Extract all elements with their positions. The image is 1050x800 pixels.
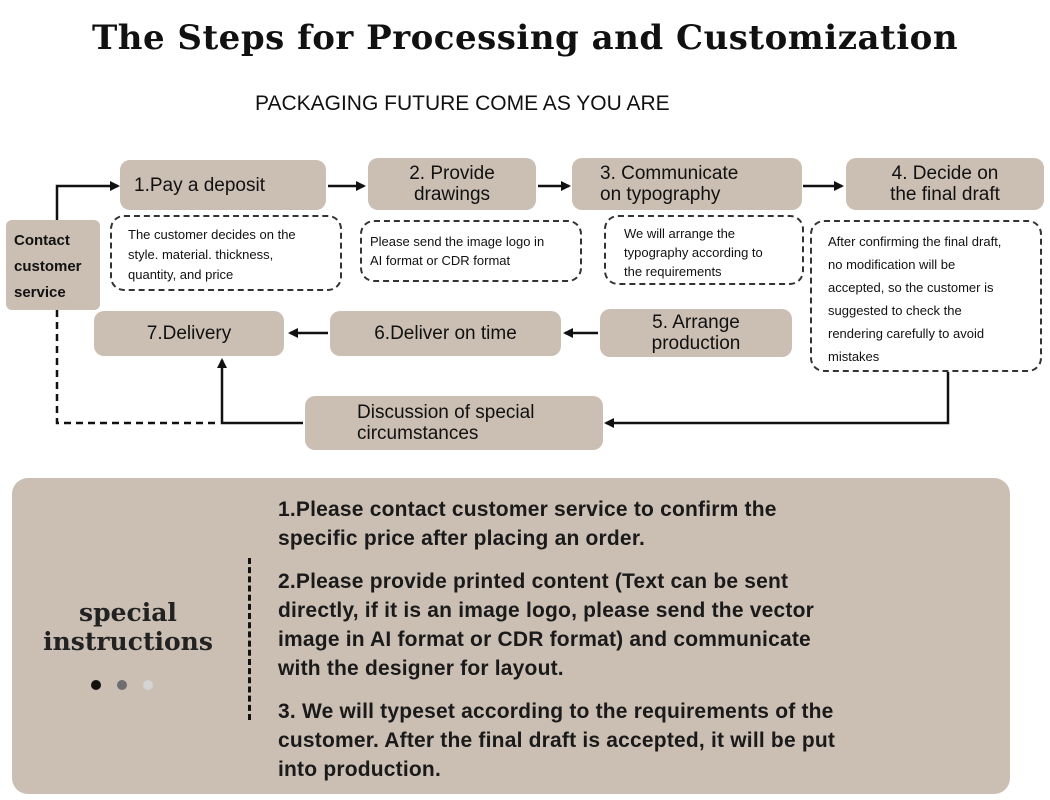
instruction-line: image in AI format or CDR format) and co… <box>278 628 811 651</box>
instruction-line: with the designer for layout. <box>278 657 564 680</box>
instruction-line: 1.Please contact customer service to con… <box>278 498 777 521</box>
special-label-line-1: Discussion of special <box>357 402 535 423</box>
step-1-pay-deposit: 1.Pay a deposit <box>120 160 326 210</box>
dot-indicator-3 <box>143 680 153 690</box>
instruction-line: customer. After the final draft is accep… <box>278 729 836 752</box>
instruction-line: into production. <box>278 758 441 781</box>
step-3-communicate-typography: 3. Communicate on typography <box>572 158 802 210</box>
arrow-contact-to-step1 <box>55 181 120 220</box>
note-3-line: typography according to <box>624 245 763 260</box>
contact-line-2: customer <box>14 258 82 275</box>
instruction-line: specific price after placing an order. <box>278 527 646 550</box>
note-4-line: rendering carefully to avoid <box>828 326 985 341</box>
note-pay-deposit: The customer decides on the style. mater… <box>110 215 342 291</box>
page-title: The Steps for Processing and Customizati… <box>91 18 959 58</box>
heading-line-1: special <box>79 598 177 627</box>
step-5-arrange-production: 5. Arrange production <box>600 309 792 357</box>
note-4-line: After confirming the final draft, <box>828 234 1002 249</box>
special-label-line-2: circumstances <box>357 423 479 444</box>
step-special-circumstances: Discussion of special circumstances <box>305 396 603 450</box>
note-4-line: mistakes <box>828 349 880 364</box>
note-2-line: Please send the image logo in <box>370 234 545 249</box>
step-4-label-line-2: the final draft <box>890 184 1000 205</box>
step-5-label-line-2: production <box>651 333 741 354</box>
instruction-line: 3. We will typeset according to the requ… <box>278 700 834 723</box>
page-subtitle: PACKAGING FUTURE COME AS YOU ARE <box>255 92 670 115</box>
note-1-line: quantity, and price <box>128 267 234 282</box>
note-1-line: The customer decides on the <box>128 227 296 242</box>
step-2-label-line-2: drawings <box>413 184 491 205</box>
step-7-delivery: 7.Delivery <box>94 311 284 356</box>
panel-divider <box>248 558 251 720</box>
dot-indicator-2 <box>117 680 127 690</box>
step-3-label-line-2: on typography <box>600 184 721 205</box>
instruction-line: directly, if it is an image logo, please… <box>278 599 814 622</box>
step-4-decide-final-draft: 4. Decide on the final draft <box>846 158 1044 210</box>
note-4-line: no modification will be <box>828 257 956 272</box>
step-3-label-line-1: 3. Communicate <box>600 163 739 184</box>
contact-line-3: service <box>14 284 66 301</box>
step-7-label: 7.Delivery <box>146 323 232 344</box>
instruction-item-2: 2.Please provide printed content (Text c… <box>278 567 998 683</box>
dot-indicator-1 <box>91 680 101 690</box>
step-4-label-line-1: 4. Decide on <box>891 163 999 184</box>
note-1-line: style. material. thickness, <box>128 247 274 262</box>
step-2-label-line-1: 2. Provide <box>409 163 495 184</box>
heading-line-2: instructions <box>43 627 213 656</box>
note-4-line: suggested to check the <box>828 303 962 318</box>
note-3-line: the requirements <box>624 264 722 279</box>
step-1-label: 1.Pay a deposit <box>134 174 265 196</box>
contact-line-1: Contact <box>14 232 70 249</box>
step-6-deliver-on-time: 6.Deliver on time <box>330 311 561 356</box>
instruction-line: 2.Please provide printed content (Text c… <box>278 570 789 593</box>
step-6-label: 6.Deliver on time <box>374 323 517 344</box>
instruction-item-3: 3. We will typeset according to the requ… <box>278 697 998 784</box>
note-communicate-typography: We will arrange the typography according… <box>604 215 804 285</box>
note-4-line: accepted, so the customer is <box>828 280 994 295</box>
arrow-final-draft-to-special <box>604 372 950 428</box>
step-5-label-line-1: 5. Arrange <box>652 312 740 333</box>
note-provide-drawings: Please send the image logo in AI format … <box>360 220 582 282</box>
step-2-provide-drawings: 2. Provide drawings <box>368 158 536 210</box>
special-instructions-panel <box>12 478 1010 794</box>
instruction-item-1: 1.Please contact customer service to con… <box>278 495 998 553</box>
arrow-special-to-delivery <box>217 358 303 425</box>
special-instructions-heading: special instructions <box>18 598 238 656</box>
note-3-line: We will arrange the <box>624 226 736 241</box>
contact-customer-service-box: Contact customer service <box>6 220 100 310</box>
dashed-contact-link <box>55 310 220 425</box>
note-2-line: AI format or CDR format <box>370 253 511 268</box>
note-final-draft: After confirming the final draft, no mod… <box>810 220 1042 372</box>
